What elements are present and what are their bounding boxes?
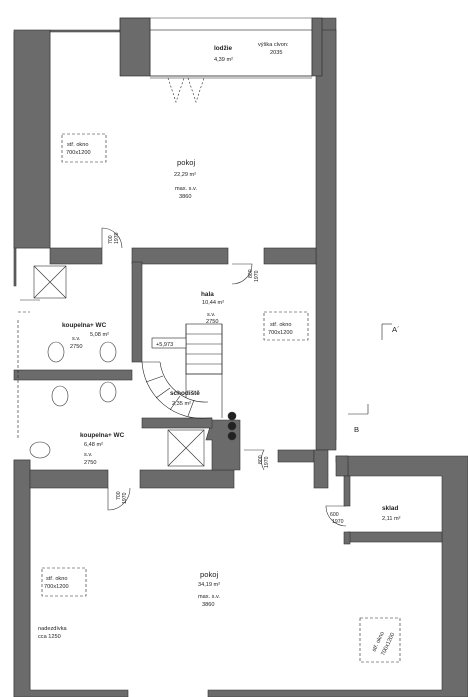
door-koup2 bbox=[107, 487, 131, 511]
wall-lower-hall-4 bbox=[277, 449, 315, 463]
room-koupelna1-height-label: s.v. bbox=[72, 336, 81, 342]
wall-lower-hall-2 bbox=[139, 469, 235, 489]
room-koupelna2-height-label: s.v. bbox=[84, 452, 93, 458]
door-hala bbox=[231, 263, 253, 285]
room-sklad-name: sklad bbox=[382, 505, 398, 512]
wall-lower-hall-5 bbox=[313, 449, 329, 489]
wall-top-right bbox=[150, 17, 337, 451]
skylight-3-l2: 700x1200 bbox=[44, 584, 69, 590]
room-koupelna1-name: koupelna+ WC bbox=[62, 322, 107, 329]
room-pokoj-top-name: pokoj bbox=[177, 158, 195, 167]
room-pokoj-bottom-name: pokoj bbox=[200, 570, 218, 579]
wall-sklad-top bbox=[335, 455, 349, 477]
wall-mid-1 bbox=[49, 247, 103, 265]
chimney-3 bbox=[227, 431, 237, 441]
room-hala-height: 2750 bbox=[206, 319, 218, 325]
wall-sklad-bottom bbox=[347, 531, 443, 543]
door-koup2-h: 1970 bbox=[122, 492, 128, 504]
room-pokoj-bottom-area: 34,19 m² bbox=[198, 582, 220, 588]
wall-stair-bottom bbox=[141, 417, 213, 429]
staircase bbox=[141, 323, 223, 419]
toilet-2 bbox=[99, 381, 117, 403]
nadezdivka-label: nadezdívka bbox=[38, 626, 67, 632]
door-sklad-w: 600 bbox=[330, 512, 339, 518]
room-koupelna2-area: 6,48 m² bbox=[84, 442, 103, 448]
room-pokoj-top-area: 22,29 m² bbox=[174, 172, 196, 178]
wall-bottom bbox=[13, 459, 129, 697]
chimney-2 bbox=[227, 421, 237, 431]
room-schodiste-area: 2,35 m² bbox=[172, 401, 191, 407]
door-pokoj-top bbox=[101, 227, 123, 249]
room-lodzie-name: lodžie bbox=[214, 45, 233, 52]
room-koupelna1-area: 5,08 m² bbox=[90, 332, 109, 338]
sink-1 bbox=[47, 341, 65, 363]
skylight-2-l1: stř. okno bbox=[270, 322, 291, 328]
room-hala-height-label: s.v. bbox=[207, 312, 216, 318]
room-lodzie-area: 4,39 m² bbox=[214, 57, 233, 63]
section-mark-b: B bbox=[354, 425, 359, 434]
wall-hala-left bbox=[131, 261, 143, 363]
door-pokoj-top-h: 1970 bbox=[114, 232, 120, 244]
stair-level: +5,973 bbox=[156, 342, 173, 348]
room-sklad-area: 2,11 m² bbox=[382, 516, 401, 522]
lodzie bbox=[119, 17, 323, 103]
door-hala-low-h: 1970 bbox=[264, 456, 270, 468]
skylight-1-l1: stř. okno bbox=[67, 142, 88, 148]
room-pokoj-bottom-height-label: max. s.v. bbox=[198, 594, 220, 600]
wall-lower-hall bbox=[29, 469, 109, 489]
wall-mid-2 bbox=[131, 247, 229, 265]
doors bbox=[20, 227, 347, 527]
door-koup2-w: 700 bbox=[116, 491, 122, 500]
skylight-1-l2: 700x1200 bbox=[66, 150, 91, 156]
toilet-3 bbox=[29, 441, 51, 459]
door-sklad bbox=[325, 505, 347, 527]
room-hala-area: 10,44 m² bbox=[202, 300, 224, 306]
room-koupelna2-name: koupelna+ WC bbox=[80, 432, 125, 439]
room-koupelna1-height: 2750 bbox=[70, 344, 82, 350]
skylights bbox=[41, 133, 401, 663]
wall-sklad-left bbox=[343, 475, 351, 507]
sink-2 bbox=[99, 341, 117, 363]
toilet-1 bbox=[51, 385, 69, 407]
door-hala-w: 800 bbox=[248, 269, 254, 278]
room-koupelna2-height: 2750 bbox=[84, 460, 96, 466]
wall-top-right-col bbox=[315, 29, 337, 451]
room-hala-name: hala bbox=[201, 291, 214, 298]
door-hala-low bbox=[244, 449, 265, 471]
skylight-2-l2: 700x1200 bbox=[268, 330, 293, 336]
wall-bottom-right bbox=[207, 455, 468, 697]
skylight-1 bbox=[61, 133, 107, 163]
section-mark-a: A´ bbox=[392, 325, 400, 334]
vyska-label: výška clvon: bbox=[258, 42, 289, 48]
door-hala-low-w: 800 bbox=[258, 455, 264, 464]
skylight-4 bbox=[359, 617, 401, 663]
door-pokoj-top-w: 700 bbox=[108, 235, 114, 244]
skylight-3 bbox=[41, 567, 87, 597]
wall-sklad-left2 bbox=[343, 531, 351, 545]
chimney-1 bbox=[227, 411, 237, 421]
wall-left-upper bbox=[13, 29, 51, 249]
room-pokoj-top-height: 3860 bbox=[179, 194, 191, 200]
wall-bath-divider bbox=[13, 369, 133, 381]
wall-mid-3 bbox=[263, 247, 317, 265]
door-hala-h: 1970 bbox=[254, 270, 260, 282]
skylight-3-l1: stř. okno bbox=[46, 576, 67, 582]
door-sklad-h: 1970 bbox=[332, 519, 344, 525]
section-lines bbox=[17, 311, 392, 440]
room-pokoj-bottom-height: 3860 bbox=[202, 602, 214, 608]
room-pokoj-top-height-label: max. s.v. bbox=[175, 186, 197, 192]
walls bbox=[13, 17, 468, 697]
nadezdivka-value: cca 1250 bbox=[38, 634, 61, 640]
fixtures bbox=[29, 265, 237, 467]
room-schodiste-name: schodiště bbox=[170, 390, 200, 397]
skylight-2 bbox=[263, 311, 309, 341]
vyska-value: 2035 bbox=[270, 50, 282, 56]
